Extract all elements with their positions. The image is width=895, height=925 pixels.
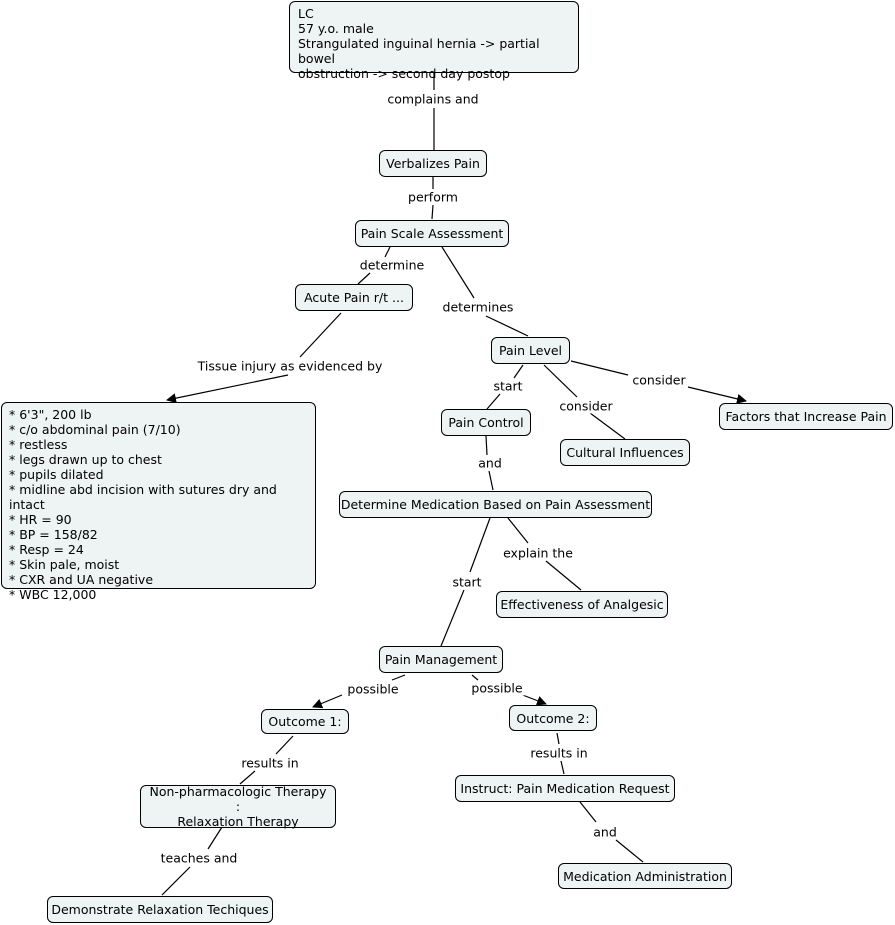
pain-management-node[interactable]: Pain Management bbox=[379, 646, 503, 673]
link-label-results-2: results in bbox=[528, 745, 590, 761]
link-label-consider-factors: consider bbox=[630, 372, 688, 388]
link-label-teaches: teaches and bbox=[158, 850, 240, 866]
link-label-consider-cultural: consider bbox=[557, 398, 615, 414]
cultural-influences-node[interactable]: Cultural Influences bbox=[560, 439, 690, 466]
demonstrate-relaxation-node[interactable]: Demonstrate Relaxation Techiques bbox=[47, 896, 273, 923]
link-label-results-1: results in bbox=[239, 755, 301, 771]
evidence-list-node[interactable]: * 6'3", 200 lb * c/o abdominal pain (7/1… bbox=[1, 402, 316, 602]
effectiveness-analgesic-node[interactable]: Effectiveness of Analgesic bbox=[496, 591, 668, 618]
link-label-and-administration: and bbox=[591, 824, 619, 840]
link-label-possible-2: possible bbox=[469, 680, 525, 696]
outcome-1-node[interactable]: Outcome 1: bbox=[261, 709, 349, 734]
factors-increase-pain-node[interactable]: Factors that Increase Pain bbox=[719, 403, 893, 430]
link-label-start-control: start bbox=[491, 378, 525, 394]
link-label-determines: determines bbox=[440, 299, 516, 315]
instruct-medication-request-node[interactable]: Instruct: Pain Medication Request bbox=[455, 775, 675, 802]
link-label-complains: complains and bbox=[385, 91, 481, 107]
pain-control-node[interactable]: Pain Control bbox=[441, 409, 531, 436]
link-label-start-management: start bbox=[450, 574, 484, 590]
link-label-tissue-injury: Tissue injury as evidenced by bbox=[195, 358, 385, 374]
link-label-and-control: and bbox=[476, 455, 504, 471]
pain-level-node[interactable]: Pain Level bbox=[491, 337, 570, 364]
link-label-perform: perform bbox=[406, 189, 460, 205]
medication-administration-node[interactable]: Medication Administration bbox=[558, 863, 732, 889]
acute-pain-node[interactable]: Acute Pain r/t ... bbox=[295, 284, 413, 311]
link-label-determine: determine bbox=[357, 257, 427, 273]
link-label-possible-1: possible bbox=[345, 681, 401, 697]
pain-scale-assessment-node[interactable]: Pain Scale Assessment bbox=[355, 220, 509, 247]
verbalizes-pain-node[interactable]: Verbalizes Pain bbox=[379, 150, 487, 177]
link-label-explain: explain the bbox=[501, 545, 575, 561]
patient-summary-node[interactable]: LC 57 y.o. male Strangulated inguinal he… bbox=[289, 1, 579, 81]
determine-medication-node[interactable]: Determine Medication Based on Pain Asses… bbox=[339, 491, 652, 518]
outcome-2-node[interactable]: Outcome 2: bbox=[509, 705, 597, 731]
nonpharmacologic-therapy-node[interactable]: Non-pharmacologic Therapy : Relaxation T… bbox=[140, 784, 336, 829]
